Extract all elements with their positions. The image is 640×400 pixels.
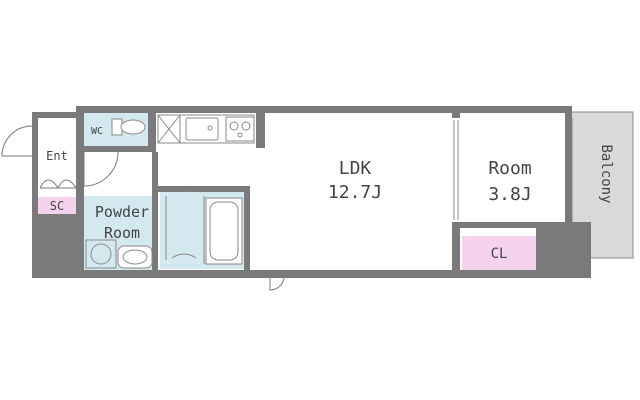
ldk-size: 12.7J <box>328 182 382 203</box>
room-label: Room <box>488 158 531 179</box>
shoe-cabinet-label: SC <box>50 199 64 213</box>
powder-room-label-line1: Powder <box>95 203 149 221</box>
washing-machine-icon <box>85 239 117 269</box>
cl-floor <box>462 236 536 271</box>
sc-floor <box>38 197 76 214</box>
bathtub-icon <box>205 197 243 265</box>
shower-icon <box>165 196 205 264</box>
entrance-door-swing-icon <box>1 125 33 157</box>
balcony-label: Balcony <box>598 144 614 203</box>
powder-door-swing-icon <box>155 152 187 191</box>
closet-label: CL <box>491 246 508 262</box>
wc-label: WC <box>91 126 103 137</box>
door-swing-icon <box>39 179 77 189</box>
room-size: 3.8J <box>488 184 531 205</box>
lower-door-swing-icon <box>269 277 285 291</box>
sliding-door-icon <box>453 120 459 220</box>
entrance-label: Ent <box>46 149 68 163</box>
wash-basin-icon <box>117 245 153 269</box>
kitchen-counter <box>157 114 255 144</box>
walls <box>32 106 591 278</box>
wc-door-swing-icon <box>83 151 119 187</box>
gas-stove-icon <box>225 116 255 142</box>
sink-icon <box>185 117 219 141</box>
toilet-icon <box>111 118 146 136</box>
powder-room-label-line2: Room <box>104 224 140 242</box>
ldk-label: LDK <box>339 158 372 179</box>
